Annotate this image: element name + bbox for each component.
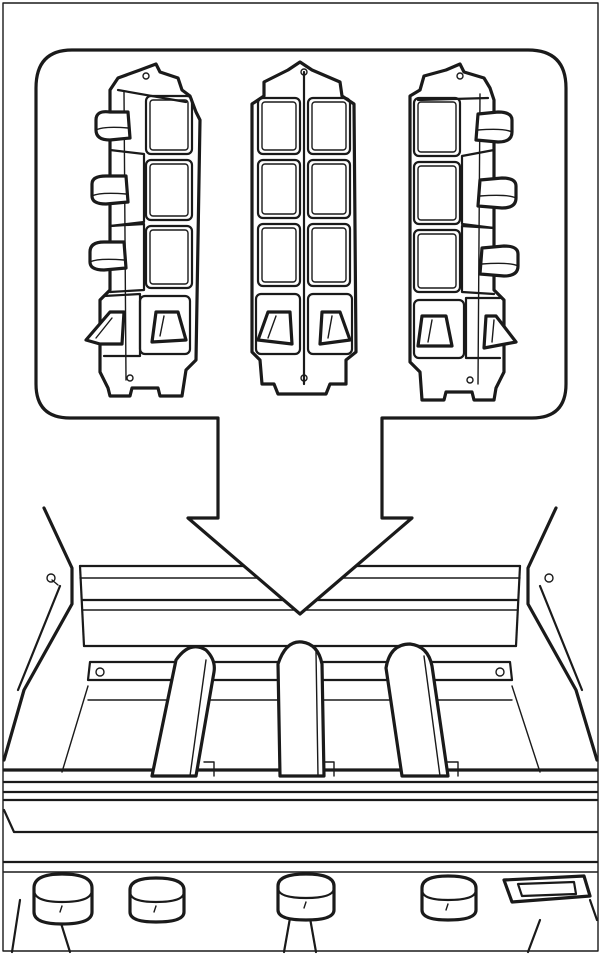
burner-tube-right: [384, 642, 459, 778]
flame-tamer-center: [250, 60, 358, 396]
control-knob-3: [276, 872, 336, 922]
igniter-button: [502, 874, 592, 904]
control-knob-1: [32, 872, 94, 926]
control-knob-4: [420, 874, 478, 922]
burner-tube-left: [150, 645, 216, 778]
flame-tamer-left: [84, 62, 202, 398]
flame-tamer-right: [408, 62, 520, 402]
burner-tube-center: [276, 640, 335, 778]
control-knob-2: [128, 876, 186, 924]
